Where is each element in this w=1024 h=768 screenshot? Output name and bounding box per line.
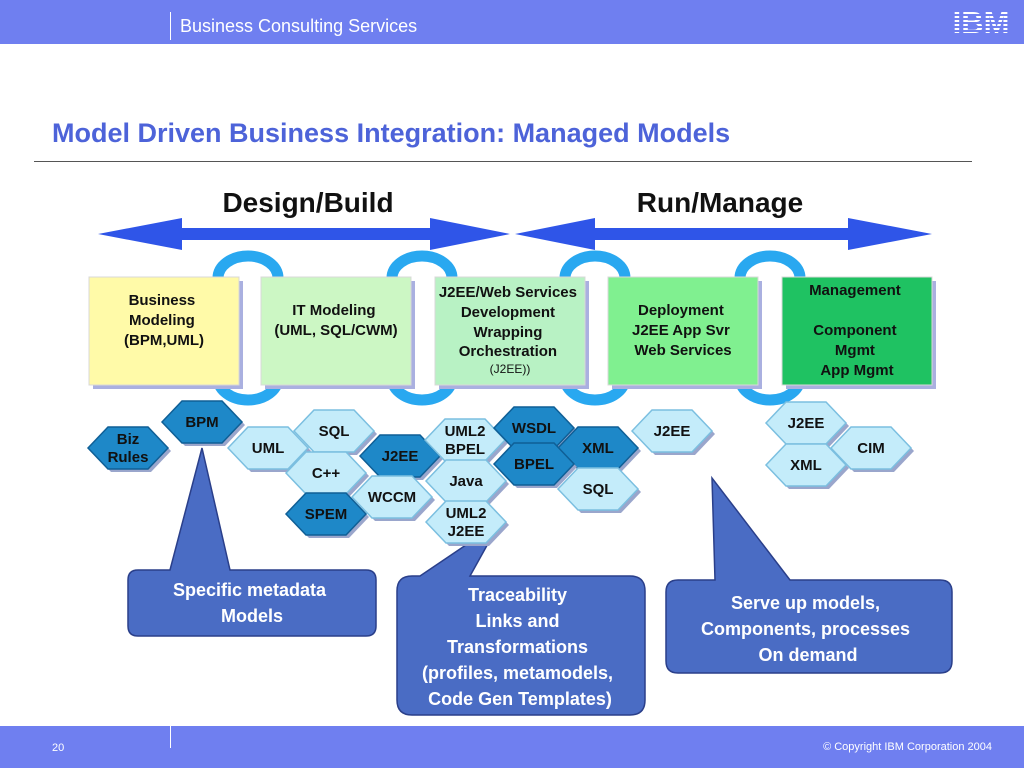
- callout-traceability-text: Traceability Links and Transformations (…: [422, 585, 618, 709]
- hexagon-label-10: XML: [582, 440, 614, 457]
- hexagon-label-15: J2EE: [654, 423, 691, 440]
- header-title: Business Consulting Services: [180, 16, 418, 36]
- hexagon-18: [764, 443, 848, 487]
- design-build-arrow: [98, 218, 510, 250]
- hexagon-0: [86, 426, 170, 470]
- hexagon-label-line: UML: [252, 440, 285, 457]
- hexagon-label-1: BPM: [185, 414, 218, 431]
- hexagon-label-5: J2EE: [382, 448, 419, 465]
- hexagon-label-4: C++: [312, 465, 341, 482]
- stage-connectors-top: [212, 250, 806, 279]
- stage-text-it-modeling: IT Modeling (UML, SQL/CWM): [274, 302, 397, 339]
- hexagon-label-12: BPEL: [514, 456, 554, 473]
- hexagon-label-line: UML2: [446, 505, 487, 522]
- footer-bar: 20 © Copyright IBM Corporation 2004: [0, 726, 1024, 768]
- stage-box-it-modeling: [260, 276, 412, 386]
- hexagon-label-17: CIM: [857, 440, 885, 457]
- hexagon-label-7: WCCM: [368, 489, 416, 506]
- hexagon-label-line: WSDL: [512, 420, 556, 437]
- page-number: 20: [52, 742, 65, 754]
- hexagon-label-13: SQL: [583, 481, 614, 498]
- hexagon-label-16: J2EE: [788, 415, 825, 432]
- callout-traceability-shape: [396, 521, 646, 716]
- hexagon-1: [160, 400, 244, 444]
- hexagon-label-9: WSDL: [512, 420, 556, 437]
- hexagon-label-line: BPM: [185, 414, 218, 431]
- hexagon-label-6: SPEM: [305, 506, 348, 523]
- header-divider: [170, 12, 171, 40]
- hexagon-13: [556, 467, 640, 511]
- hexagon-7: [350, 475, 434, 519]
- hexagon-label-line: CIM: [857, 440, 885, 457]
- hexagon-label-2: UML: [252, 440, 285, 457]
- hexagon-label-line: UML2: [445, 423, 486, 440]
- hexagon-label-line: SPEM: [305, 506, 348, 523]
- hexagon-label-line: XML: [790, 457, 822, 474]
- stage-box-management: [781, 276, 933, 386]
- hexagon-label-line: SQL: [319, 423, 350, 440]
- hexagon-label-line: SQL: [583, 481, 614, 498]
- hexagon-label-line: BPEL: [514, 456, 554, 473]
- ibm-logo: IBM: [953, 5, 1010, 38]
- hexagon-label-line: J2EE: [382, 448, 419, 465]
- slide-title: Model Driven Business Integration: Manag…: [52, 118, 731, 148]
- stage-text-management: Management Component Mgmt App Mgmt: [809, 282, 905, 379]
- run-manage-label: Run/Manage: [637, 187, 803, 218]
- hexagon-2: [226, 426, 310, 470]
- hexagon-label-11: Java: [449, 473, 483, 490]
- run-manage-arrow: [515, 218, 932, 250]
- callout-metadata-text: Specific metadata Models: [173, 580, 331, 626]
- title-underline: [34, 161, 972, 162]
- stage-text-development: J2EE/Web Services Development Wrapping O…: [439, 284, 581, 376]
- hexagon-15: [630, 409, 714, 453]
- hexagon-label-line: J2EE: [448, 523, 485, 540]
- hexagon-label-line: WCCM: [368, 489, 416, 506]
- hexagon-14: [424, 500, 508, 544]
- hexagon-label-line: Rules: [108, 449, 149, 466]
- logo-text: IBM: [953, 5, 1010, 38]
- hexagon-label-18: XML: [790, 457, 822, 474]
- hexagon-17: [829, 426, 913, 470]
- design-build-label: Design/Build: [222, 187, 393, 218]
- hexagon-label-line: J2EE: [788, 415, 825, 432]
- callout-metadata-shape: [127, 447, 377, 637]
- hexagon-6: [284, 492, 368, 536]
- hexagon-label-line: J2EE: [654, 423, 691, 440]
- stage-box-development: [434, 276, 586, 386]
- hexagon-label-line: C++: [312, 465, 341, 482]
- header-bar: Business Consulting Services IBM: [0, 0, 1024, 44]
- stage-box-deployment: [607, 276, 759, 386]
- hexagon-label-3: SQL: [319, 423, 350, 440]
- stage-box-business-modeling: [88, 276, 240, 386]
- stage-text-deployment: Deployment J2EE App Svr Web Services: [632, 302, 734, 359]
- integration-diagram: Design/Build Run/Manage Business Modelin…: [86, 187, 953, 716]
- hexagon-label-line: XML: [582, 440, 614, 457]
- stage-text-business-modeling: Business Modeling (BPM,UML): [124, 292, 204, 349]
- callout-serve-shape: [665, 475, 953, 674]
- footer-divider: [170, 726, 171, 748]
- hexagon-label-line: Java: [449, 473, 483, 490]
- callout-serve-text: Serve up models, Components, processes O…: [701, 593, 915, 665]
- hexagon-12: [492, 442, 576, 486]
- hexagon-label-line: BPEL: [445, 441, 485, 458]
- hexagon-label-line: Biz: [117, 431, 140, 448]
- copyright: © Copyright IBM Corporation 2004: [823, 741, 992, 753]
